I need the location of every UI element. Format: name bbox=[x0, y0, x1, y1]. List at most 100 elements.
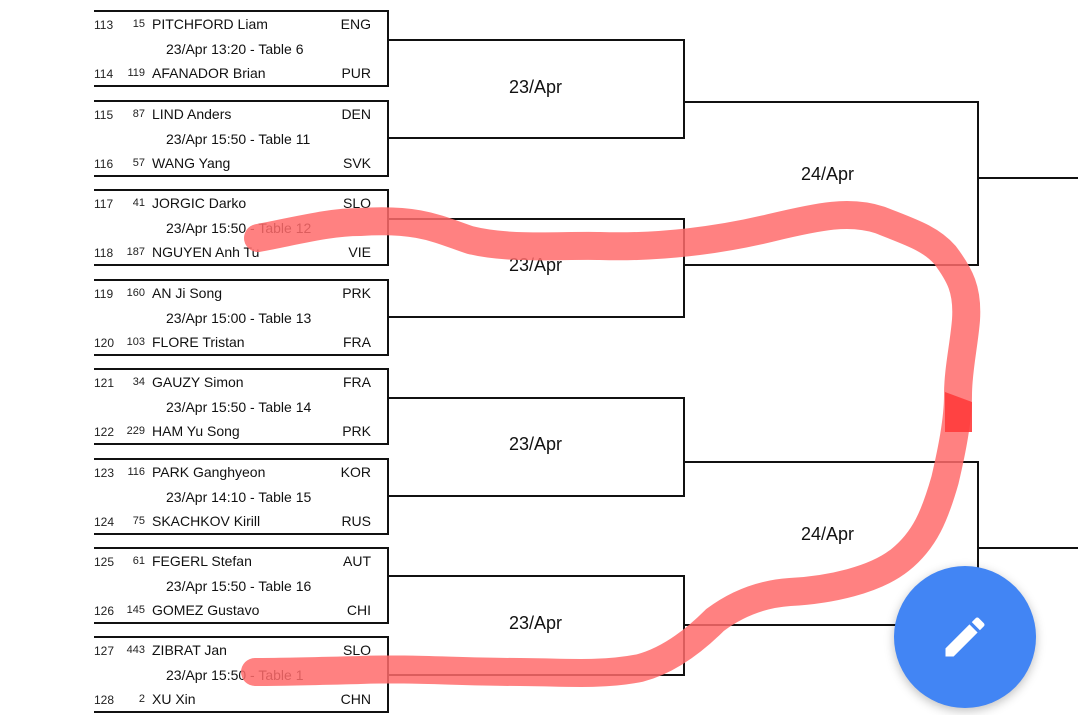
match-schedule: 23/Apr 15:50 - Table 12 bbox=[166, 220, 312, 236]
seed-number: 145 bbox=[126, 604, 145, 616]
player-row[interactable]: 123 116 PARK Ganghyeon KOR bbox=[94, 464, 387, 484]
draw-position: 126 bbox=[94, 604, 115, 618]
player-row[interactable]: 124 75 SKACHKOV Kirill RUS bbox=[94, 513, 387, 533]
match-box[interactable]: 113 15 PITCHFORD Liam ENG 23/Apr 13:20 -… bbox=[94, 10, 389, 87]
draw-position: 122 bbox=[94, 425, 115, 439]
seed-number: 229 bbox=[126, 425, 145, 437]
player-row[interactable]: 113 15 PITCHFORD Liam ENG bbox=[94, 16, 387, 36]
match-box[interactable]: 115 87 LIND Anders DEN 23/Apr 15:50 - Ta… bbox=[94, 100, 389, 177]
seed-number: 119 bbox=[127, 67, 145, 79]
match-box[interactable]: 125 61 FEGERL Stefan AUT 23/Apr 15:50 - … bbox=[94, 547, 389, 624]
player-name[interactable]: HAM Yu Song bbox=[152, 423, 240, 439]
pencil-icon bbox=[945, 617, 985, 657]
match-schedule: 23/Apr 15:50 - Table 16 bbox=[166, 578, 312, 594]
player-name[interactable]: AFANADOR Brian bbox=[152, 65, 266, 81]
draw-position: 119 bbox=[94, 287, 114, 301]
player-row[interactable]: 116 57 WANG Yang SVK bbox=[94, 155, 387, 175]
player-name[interactable]: JORGIC Darko bbox=[152, 195, 247, 211]
player-name[interactable]: AN Ji Song bbox=[152, 285, 223, 301]
draw-position: 125 bbox=[94, 555, 115, 569]
round2-date: 23/Apr bbox=[509, 613, 563, 633]
draw-position: 113 bbox=[94, 18, 114, 32]
country-code: KOR bbox=[340, 464, 371, 480]
country-code: FRA bbox=[343, 334, 371, 350]
seed-number: 443 bbox=[126, 644, 145, 656]
player-name[interactable]: SKACHKOV Kirill bbox=[152, 513, 261, 529]
seed-number: 187 bbox=[126, 246, 145, 258]
player-name[interactable]: PARK Ganghyeon bbox=[152, 464, 266, 480]
player-row[interactable]: 115 87 LIND Anders DEN bbox=[94, 106, 387, 126]
seed-number: 34 bbox=[132, 376, 145, 388]
draw-position: 115 bbox=[94, 108, 114, 122]
seed-number: 15 bbox=[132, 18, 145, 30]
match-box[interactable]: 127 443 ZIBRAT Jan SLO 23/Apr 15:50 - Ta… bbox=[94, 636, 389, 713]
match-schedule: 23/Apr 13:20 - Table 6 bbox=[166, 41, 304, 57]
seed-number: 57 bbox=[132, 157, 145, 169]
match-schedule: 23/Apr 15:50 - Table 1 bbox=[166, 667, 304, 683]
draw-position: 114 bbox=[94, 67, 114, 81]
country-code: ENG bbox=[340, 16, 371, 32]
country-code: SLO bbox=[342, 642, 371, 658]
player-row[interactable]: 127 443 ZIBRAT Jan SLO bbox=[94, 642, 387, 662]
player-row[interactable]: 121 34 GAUZY Simon FRA bbox=[94, 374, 387, 394]
seed-number: 2 bbox=[138, 693, 145, 705]
draw-position: 120 bbox=[94, 336, 115, 350]
match-schedule: 23/Apr 15:00 - Table 13 bbox=[166, 310, 312, 326]
country-code: PRK bbox=[342, 423, 371, 439]
country-code: PUR bbox=[341, 65, 371, 81]
player-row[interactable]: 117 41 JORGIC Darko SLO bbox=[94, 195, 387, 215]
draw-position: 121 bbox=[94, 376, 115, 390]
round2-date: 23/Apr bbox=[509, 77, 563, 97]
player-name[interactable]: GOMEZ Gustavo bbox=[152, 602, 260, 618]
player-row[interactable]: 128 2 XU Xin CHN bbox=[94, 691, 387, 711]
country-code: CHI bbox=[346, 602, 371, 618]
country-code: SVK bbox=[342, 155, 371, 171]
draw-position: 123 bbox=[94, 466, 115, 480]
country-code: VIE bbox=[348, 244, 371, 260]
draw-position: 127 bbox=[94, 644, 115, 658]
country-code: CHN bbox=[340, 691, 371, 707]
country-code: SLO bbox=[342, 195, 371, 211]
player-row[interactable]: 118 187 NGUYEN Anh Tu VIE bbox=[94, 244, 387, 264]
country-code: PRK bbox=[342, 285, 371, 301]
edit-fab-button[interactable] bbox=[894, 566, 1036, 708]
player-name[interactable]: XU Xin bbox=[152, 691, 196, 707]
country-code: FRA bbox=[343, 374, 371, 390]
player-name[interactable]: GAUZY Simon bbox=[152, 374, 244, 390]
seed-number: 61 bbox=[132, 555, 145, 567]
player-row[interactable]: 119 160 AN Ji Song PRK bbox=[94, 285, 387, 305]
seed-number: 103 bbox=[126, 336, 145, 348]
player-row[interactable]: 114 119 AFANADOR Brian PUR bbox=[94, 65, 387, 85]
player-name[interactable]: FLORE Tristan bbox=[152, 334, 245, 350]
player-name[interactable]: FEGERL Stefan bbox=[152, 553, 252, 569]
seed-number: 41 bbox=[132, 197, 145, 209]
match-box[interactable]: 119 160 AN Ji Song PRK 23/Apr 15:00 - Ta… bbox=[94, 279, 389, 356]
match-schedule: 23/Apr 15:50 - Table 11 bbox=[166, 131, 311, 147]
match-box[interactable]: 117 41 JORGIC Darko SLO 23/Apr 15:50 - T… bbox=[94, 189, 389, 266]
round3-date: 24/Apr bbox=[801, 524, 855, 544]
round2-date: 23/Apr bbox=[509, 434, 563, 454]
player-name[interactable]: WANG Yang bbox=[152, 155, 231, 171]
draw-position: 128 bbox=[94, 693, 115, 707]
seed-number: 87 bbox=[132, 108, 145, 120]
seed-number: 116 bbox=[127, 466, 145, 478]
player-row[interactable]: 125 61 FEGERL Stefan AUT bbox=[94, 553, 387, 573]
seed-number: 160 bbox=[126, 287, 145, 299]
player-name[interactable]: PITCHFORD Liam bbox=[152, 16, 268, 32]
player-name[interactable]: LIND Anders bbox=[152, 106, 232, 122]
player-name[interactable]: NGUYEN Anh Tu bbox=[152, 244, 260, 260]
match-box[interactable]: 121 34 GAUZY Simon FRA 23/Apr 15:50 - Ta… bbox=[94, 368, 389, 445]
player-row[interactable]: 122 229 HAM Yu Song PRK bbox=[94, 423, 387, 443]
round3-date: 24/Apr bbox=[801, 164, 855, 184]
player-row[interactable]: 120 103 FLORE Tristan FRA bbox=[94, 334, 387, 354]
player-name[interactable]: ZIBRAT Jan bbox=[152, 642, 227, 658]
draw-position: 118 bbox=[94, 246, 114, 260]
match-box[interactable]: 123 116 PARK Ganghyeon KOR 23/Apr 14:10 … bbox=[94, 458, 389, 535]
round2-date: 23/Apr bbox=[509, 255, 563, 275]
player-row[interactable]: 126 145 GOMEZ Gustavo CHI bbox=[94, 602, 387, 622]
draw-position: 116 bbox=[94, 157, 114, 171]
country-code: RUS bbox=[341, 513, 371, 529]
draw-position: 117 bbox=[94, 197, 114, 211]
match-schedule: 23/Apr 14:10 - Table 15 bbox=[166, 489, 312, 505]
country-code: AUT bbox=[343, 553, 371, 569]
